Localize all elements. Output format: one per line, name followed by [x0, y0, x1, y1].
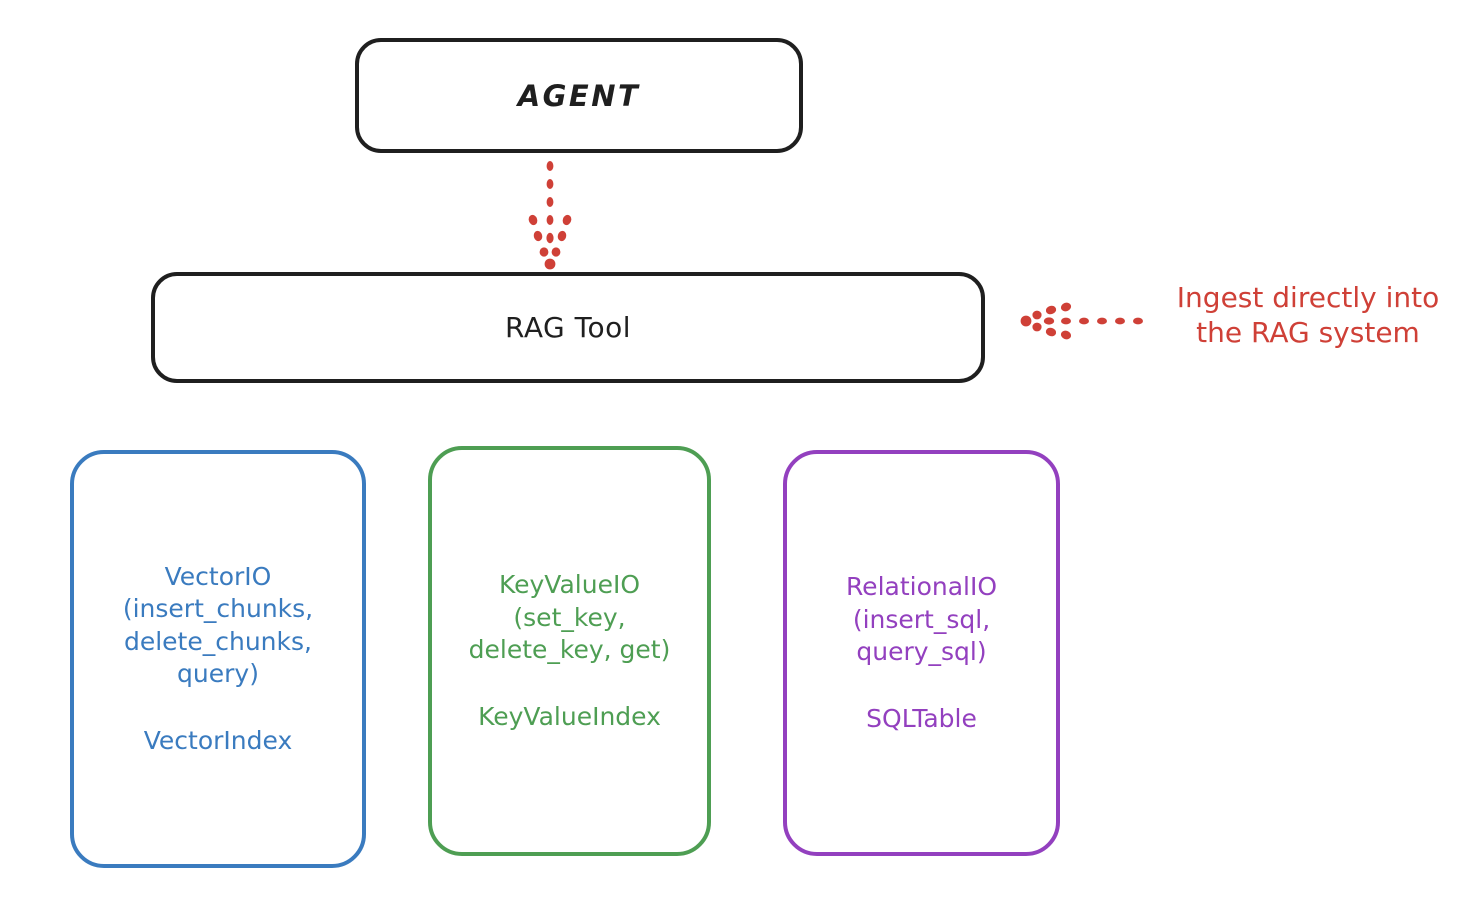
vector-io-node[interactable]: VectorIO (insert_chunks, delete_chunks, …: [70, 450, 366, 868]
vector-io-api-label: VectorIO (insert_chunks, delete_chunks, …: [122, 561, 314, 689]
vector-index-label: VectorIndex: [143, 725, 293, 755]
agent-to-rag-tool-arrow: [528, 161, 572, 270]
key-value-io-node[interactable]: KeyValueIO (set_key, delete_key, get) Ke…: [428, 446, 711, 856]
ingest-annotation-label: Ingest directly into the RAG system: [1176, 281, 1440, 349]
rag-tool-node-label: RAG Tool: [505, 311, 631, 344]
relational-io-api-label: RelationalIO (insert_sql, query_sql): [845, 572, 998, 666]
rag-tool-node[interactable]: RAG Tool: [151, 272, 985, 383]
agent-node-label: AGENT: [517, 78, 641, 113]
sql-table-label: SQLTable: [866, 703, 977, 733]
key-value-index-label: KeyValueIndex: [478, 701, 661, 731]
agent-node[interactable]: AGENT: [355, 38, 803, 153]
ingest-to-rag-tool-arrow: [1020, 302, 1143, 340]
key-value-io-api-label: KeyValueIO (set_key, delete_key, get): [468, 570, 671, 664]
relational-io-node[interactable]: RelationalIO (insert_sql, query_sql) SQL…: [783, 450, 1060, 856]
